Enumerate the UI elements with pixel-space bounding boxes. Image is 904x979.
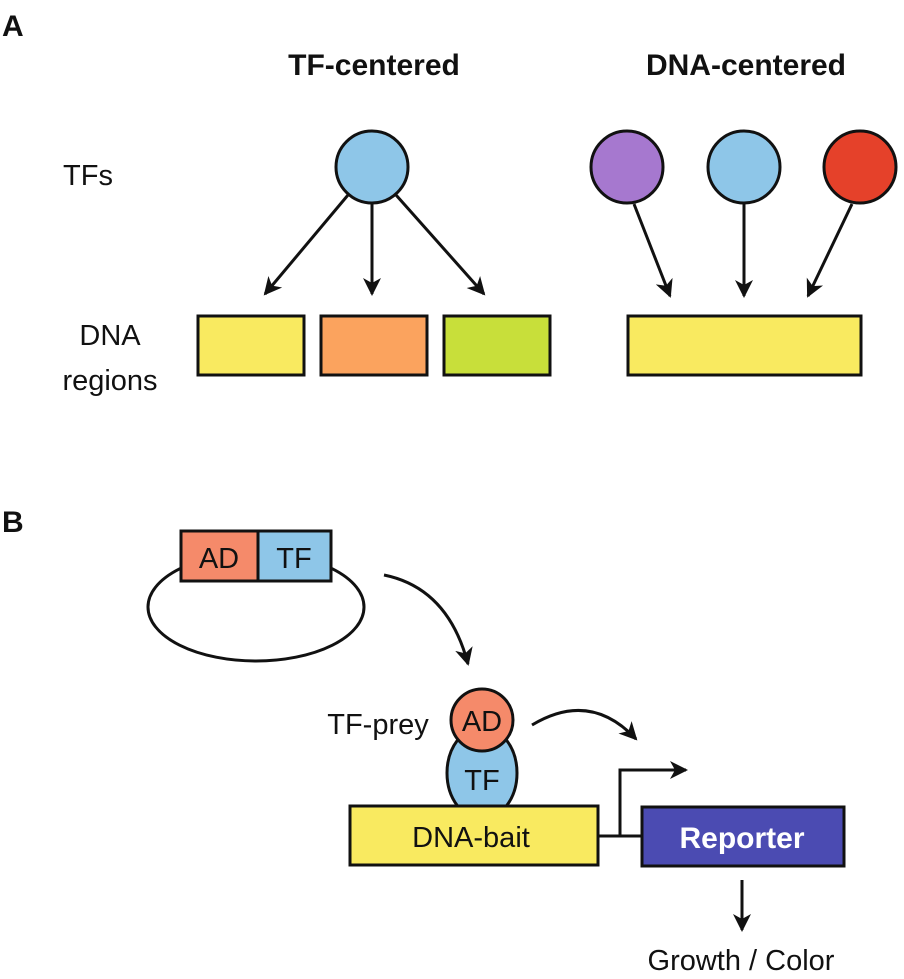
plasmid-ad-box: [179, 529, 260, 583]
dna-centered-arrow-right: [806, 203, 854, 298]
dna-bait-label: DNA-bait: [412, 822, 530, 854]
tf-centered-arrow-left: [263, 194, 350, 296]
plasmid-tf-label: TF: [276, 543, 311, 575]
dna-centered-tf-purple: [589, 129, 665, 205]
dna-centered-title: DNA-centered: [646, 49, 846, 82]
tf-centered-tf-circle: [334, 129, 410, 205]
dna-region-yellow: [196, 314, 306, 377]
tfs-row-label: TFs: [63, 160, 113, 192]
dna-centered-arrow-left: [632, 203, 673, 298]
plasmid-ad-label: AD: [199, 543, 239, 575]
dna-row-label-line1: DNA: [79, 320, 141, 352]
tf-centered-arrow-right: [394, 194, 486, 296]
prey-tf-label: TF: [464, 765, 499, 797]
prey-ad-label: AD: [462, 706, 502, 738]
plasmid-tf-box: [256, 529, 333, 583]
tf-prey-label: TF-prey: [327, 709, 429, 741]
dna-region-orange: [319, 314, 429, 377]
dna-centered-tf-blue: [706, 129, 782, 205]
prey-ad-circle: [449, 687, 515, 753]
promoter-arrow: [618, 761, 688, 836]
panel-a-label: A: [2, 10, 24, 43]
dna-centered-tf-red: [822, 129, 898, 205]
activation-arrow: [531, 708, 638, 741]
tf-centered-title: TF-centered: [288, 49, 460, 82]
expression-arrow: [383, 573, 473, 666]
dna-region-shared: [626, 314, 863, 377]
dna-region-green: [442, 314, 552, 377]
output-label: Growth / Color: [648, 945, 835, 977]
dna-row-label-line2: regions: [62, 365, 157, 397]
reporter-box: [640, 805, 846, 868]
panel-b-label: B: [2, 506, 24, 539]
reporter-label: Reporter: [679, 822, 804, 855]
